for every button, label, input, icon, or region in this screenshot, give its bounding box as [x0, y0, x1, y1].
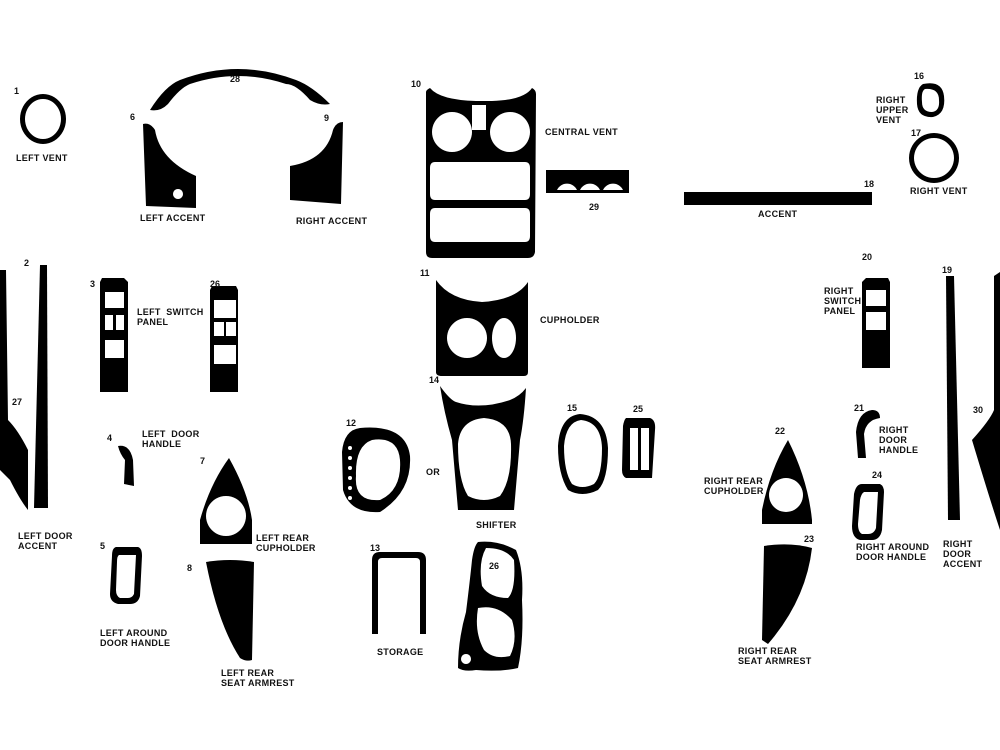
- part-12-dots: [348, 446, 352, 500]
- part-number-14: 14: [429, 375, 440, 385]
- label-right-upper-vent: RIGHT UPPER VENT: [876, 95, 909, 125]
- part-1-left-vent: [20, 94, 67, 144]
- part-5-left-around-door-handle: [110, 547, 142, 604]
- label-central-vent: CENTRAL VENT: [545, 127, 618, 137]
- part-number-22: 22: [775, 426, 786, 436]
- label-left-rear-cupholder: LEFT REAR CUPHOLDER: [256, 533, 316, 553]
- label-left-door-handle: LEFT DOOR HANDLE: [142, 429, 200, 449]
- part-number-10: 10: [411, 79, 422, 89]
- part-number-8: 8: [187, 563, 193, 573]
- part-6-left-accent: [143, 123, 196, 208]
- part-2-left-door-strip: [34, 265, 48, 508]
- part-26-switch-panel: [210, 286, 238, 392]
- part-24-right-around-door-handle: [852, 484, 884, 540]
- label-left-rear-seat-armrest: LEFT REAR SEAT ARMREST: [221, 668, 295, 688]
- part-number-28: 28: [230, 74, 241, 84]
- part-number-24: 24: [872, 470, 883, 480]
- label-or: OR: [426, 467, 441, 477]
- label-left-door-accent: LEFT DOOR ACCENT: [18, 531, 73, 551]
- part-28-dash-arch: [150, 69, 330, 111]
- part-number-6: 6: [130, 112, 136, 122]
- part-number-5: 5: [100, 541, 106, 551]
- part-23-right-rear-seat-armrest: [762, 544, 812, 644]
- part-number-15: 15: [567, 403, 578, 413]
- part-number-27: 27: [12, 397, 23, 407]
- label-left-around-door-handle: LEFT AROUND DOOR HANDLE: [100, 628, 171, 648]
- part-26b-storage-panel: [458, 541, 523, 671]
- label-cupholder: CUPHOLDER: [540, 315, 600, 325]
- part-29-vent-strip: [546, 170, 629, 193]
- part-number-29: 29: [589, 202, 600, 212]
- label-right-door-handle: RIGHT DOOR HANDLE: [879, 425, 919, 455]
- part-18-accent-bar: [684, 192, 872, 205]
- part-number-4: 4: [107, 433, 113, 443]
- label-right-rear-cupholder: RIGHT REAR CUPHOLDER: [704, 476, 764, 496]
- label-storage: STORAGE: [377, 647, 424, 657]
- label-left-switch-panel: LEFT SWITCH PANEL: [137, 307, 204, 327]
- part-13-storage: [372, 552, 426, 634]
- label-shifter: SHIFTER: [476, 520, 517, 530]
- part-number-2: 2: [24, 258, 30, 268]
- part-number-7: 7: [200, 456, 206, 466]
- part-4-left-door-handle: [118, 445, 134, 486]
- part-30-right-door-accent: [972, 272, 1000, 530]
- part-3-left-switch-panel: [100, 278, 128, 392]
- part-number-19: 19: [942, 265, 953, 275]
- part-11-cupholder: [436, 280, 528, 376]
- label-right-around-door-handle: RIGHT AROUND DOOR HANDLE: [856, 542, 930, 562]
- label-right-switch-panel: RIGHT SWITCH PANEL: [824, 286, 862, 316]
- part-25-small-panel: [622, 418, 656, 478]
- part-number-26b: 26: [489, 561, 500, 571]
- part-14-shifter: [440, 386, 526, 510]
- label-left-vent: LEFT VENT: [16, 153, 68, 163]
- part-number-12: 12: [346, 418, 357, 428]
- part-20-right-switch-panel: [862, 278, 890, 368]
- part-number-26a: 26: [210, 279, 221, 289]
- part-number-20: 20: [862, 252, 873, 262]
- part-15-oval-ring: [558, 414, 608, 494]
- part-12-oval-panel: [342, 427, 411, 513]
- part-17-right-vent: [909, 133, 960, 183]
- part-number-3: 3: [90, 279, 96, 289]
- part-number-23: 23: [804, 534, 815, 544]
- part-22-right-rear-cupholder: [762, 440, 812, 524]
- part-9-right-accent: [290, 122, 343, 204]
- label-right-door-accent: RIGHT DOOR ACCENT: [943, 539, 983, 569]
- part-19-right-door-strip: [946, 276, 960, 520]
- label-accent: ACCENT: [758, 209, 798, 219]
- part-number-25: 25: [633, 404, 644, 414]
- label-right-rear-seat-armrest: RIGHT REAR SEAT ARMREST: [738, 646, 812, 666]
- part-number-16: 16: [914, 71, 925, 81]
- label-left-accent: LEFT ACCENT: [140, 213, 206, 223]
- part-number-9: 9: [324, 113, 330, 123]
- part-number-13: 13: [370, 543, 381, 553]
- part-number-18: 18: [864, 179, 875, 189]
- label-right-vent: RIGHT VENT: [910, 186, 968, 196]
- part-8-left-rear-seat-armrest: [206, 560, 254, 661]
- part-number-17: 17: [911, 128, 922, 138]
- label-right-accent: RIGHT ACCENT: [296, 216, 368, 226]
- part-7-left-rear-cupholder: [200, 458, 252, 544]
- part-number-11: 11: [420, 268, 430, 278]
- part-21-right-door-handle: [856, 410, 880, 458]
- part-10-central-vent: [426, 88, 536, 258]
- part-number-30: 30: [973, 405, 984, 415]
- part-27-left-door-accent: [0, 270, 28, 510]
- part-number-21: 21: [854, 403, 865, 413]
- part-16-right-upper-vent: [916, 83, 945, 118]
- part-number-1: 1: [14, 86, 20, 96]
